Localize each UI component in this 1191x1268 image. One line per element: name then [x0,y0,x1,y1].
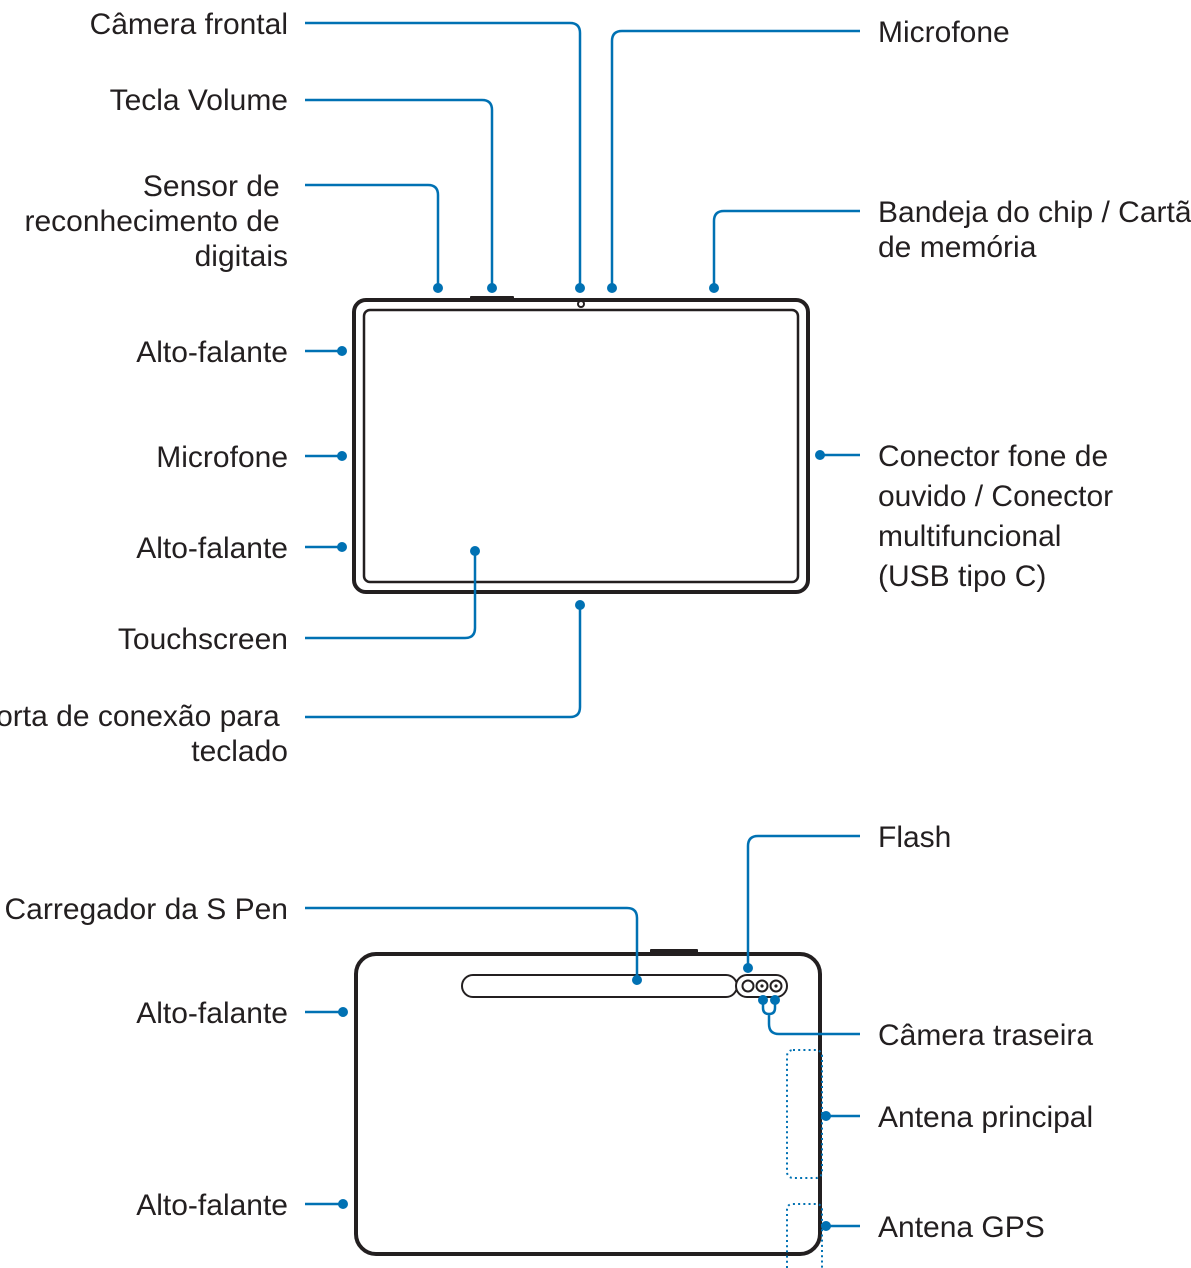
label-tecla-volume: Tecla Volume [110,84,288,117]
leader-tecla-volume [305,98,494,288]
pointer-alto-falante-front-2 [337,542,347,552]
label-carregador-spen: Carregador da S Pen [4,893,288,926]
leader-porta-teclado [305,605,582,719]
pointer-antena-principal [821,1111,831,1121]
front-view: Câmera frontal Microfone Tecla Volume Se… [0,8,1191,768]
pointer-alto-falante-back-1 [338,1007,348,1017]
label-bandeja-chip-line-1: Bandeja do chip / Cartão [878,196,1191,229]
label-bandeja-chip-line-2: de memória [878,231,1037,264]
label-alto-falante-back-1: Alto-falante [136,997,288,1030]
pointer-conector [815,450,825,460]
pointer-touchscreen [470,546,480,556]
label-camera-frontal: Câmera frontal [90,8,288,41]
label-conector-line-1: Conector fone de [878,440,1108,473]
leader-camera-traseira [761,1000,860,1036]
leader-flash [746,834,860,968]
touchscreen-display [362,308,800,584]
label-sensor-digitais: Sensor de reconhecimento de digitais [24,170,288,273]
pointer-antena-gps [821,1221,831,1231]
label-porta-teclado: Porta de conexão para teclado [0,700,288,768]
label-touchscreen: Touchscreen [118,623,288,656]
pointer-microfone-side [337,451,347,461]
label-alto-falante-front-2: Alto-falante [136,532,288,565]
s-pen-charger-slot [461,974,738,998]
rear-camera-lens-1-center [760,984,764,988]
pointer-camera-frontal [575,283,585,293]
label-antena-gps: Antena GPS [878,1211,1045,1244]
pointer-bandeja-chip [709,283,719,293]
leader-touchscreen [305,551,477,640]
pointer-flash [743,963,753,973]
leader-carregador-spen [305,906,639,980]
label-antena-principal: Antena principal [878,1101,1093,1134]
label-conector-line-2: ouvido / Conector [878,480,1113,513]
pointer-porta-teclado [575,600,585,610]
label-microfone-top: Microfone [878,16,1010,49]
pointer-sensor-digitais [433,283,443,293]
pointer-camera-traseira-2 [770,995,780,1005]
leader-microfone-top [610,29,860,288]
leader-bandeja-chip [712,209,860,288]
pointer-alto-falante-front-1 [337,346,347,356]
label-conector-line-4: (USB tipo C) [878,560,1046,593]
front-camera-lens [577,300,585,308]
label-sensor-digitais-line-1: Sensor de [143,170,280,203]
label-porta-teclado-line-1: Porta de conexão para [0,700,280,733]
label-alto-falante-front-1: Alto-falante [136,336,288,369]
back-view: Flash Carregador da S Pen Alto-falante C… [4,821,1093,1268]
gps-antenna-area [786,1203,823,1268]
label-conector: Conector fone de ouvido / Conector multi… [878,440,1121,593]
tablet-back-body [354,952,822,1256]
label-bandeja-chip: Bandeja do chip / Cartão de memória [878,196,1191,264]
flash-icon [741,979,755,993]
pointer-tecla-volume [487,283,497,293]
pointer-camera-traseira-1 [758,995,768,1005]
volume-key [470,296,514,301]
label-alto-falante-back-2: Alto-falante [136,1189,288,1222]
label-conector-line-3: multifuncional [878,520,1061,553]
label-flash: Flash [878,821,951,854]
label-porta-teclado-line-2: teclado [191,735,288,768]
pointer-carregador-spen [632,975,642,985]
label-microfone-side: Microfone [156,441,288,474]
label-sensor-digitais-line-3: digitais [195,240,288,273]
label-camera-traseira: Câmera traseira [878,1019,1093,1052]
pointer-alto-falante-back-2 [338,1199,348,1209]
leader-sensor-digitais [305,183,440,288]
leader-camera-frontal [305,21,582,288]
rear-camera-lens-2-center [774,984,778,988]
label-sensor-digitais-line-2: reconhecimento de [24,205,279,238]
pointer-microfone-top [607,283,617,293]
